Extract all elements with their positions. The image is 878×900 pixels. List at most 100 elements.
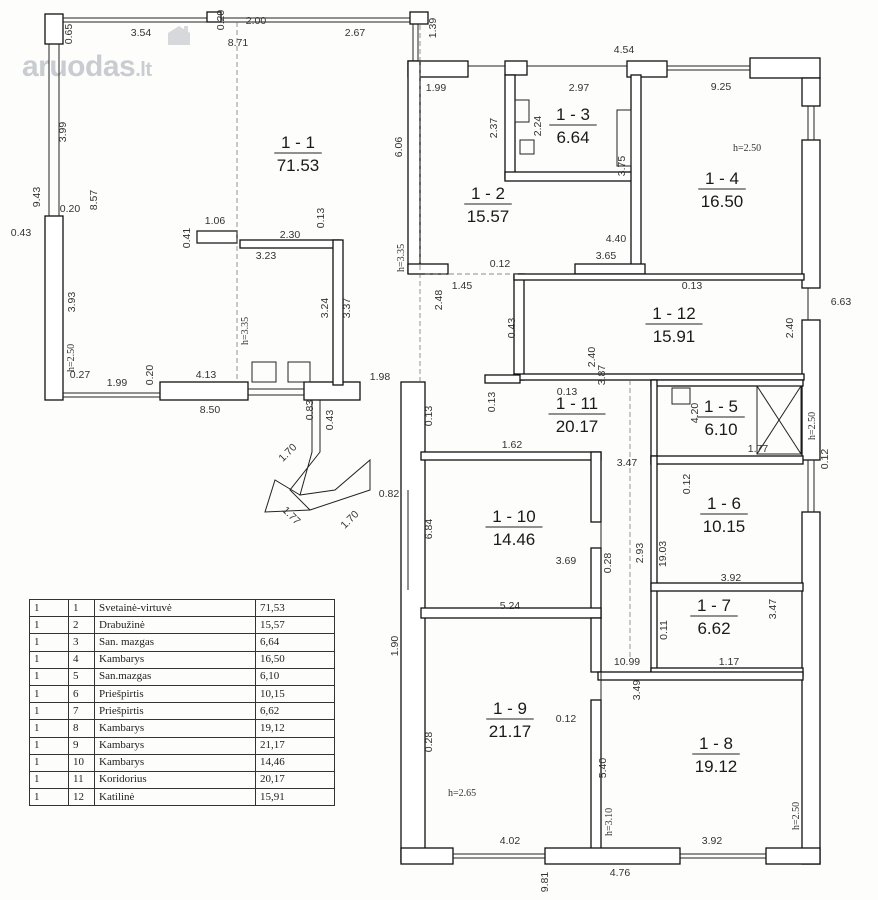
room-area: 15.91 [653,327,696,346]
room-id: 1 - 1 [281,133,315,152]
legend-room-area: 15,57 [255,616,335,635]
legend-floor: 1 [29,770,69,790]
dimension-label: 9.43 [31,187,43,208]
dimension-label: 9.25 [711,81,732,93]
dimension-label: 5.24 [500,600,521,612]
room-area: 20.17 [556,417,599,436]
dimension-label: 0.13 [423,406,435,427]
dimension-label: 0.65 [63,24,75,45]
ceiling-height-note: h=3.35 [240,317,251,345]
legend-room-name: Kambarys [94,753,256,772]
room-area: 14.46 [493,530,536,549]
room-label: 1 - 56.10 [697,397,745,439]
legend-floor: 1 [29,788,69,807]
dimension-label: 0.13 [315,208,327,229]
dimension-label: 8.71 [228,37,249,49]
legend-room-number: 7 [68,702,95,721]
legend-floor: 1 [29,667,69,686]
room-labels: 1 - 171.531 - 215.571 - 36.641 - 416.501… [274,105,748,776]
dimension-label: 0.43 [324,410,336,431]
room-label: 1 - 36.64 [549,105,597,147]
dimension-label: 1.90 [389,636,401,657]
dimension-label: 3.47 [767,599,779,620]
dimension-label: 1.62 [502,439,523,451]
dimension-label: 0.20 [144,365,156,386]
dimension-label: 1.06 [205,215,226,227]
legend-floor: 1 [29,616,69,635]
room-id: 1 - 2 [471,184,505,203]
dimension-label: 8.57 [88,190,100,211]
dimension-label: 1.99 [426,82,447,94]
dimension-label: 4.76 [610,867,631,879]
legend-room-number: 2 [68,616,95,635]
legend-floor: 1 [29,684,69,704]
legend-room-area: 6,10 [255,667,335,686]
legend-floor: 1 [29,753,69,772]
ceiling-height-note: h=2.65 [448,788,476,799]
legend-room-name: Priešpirtis [94,684,256,704]
dimension-label: 0.13 [486,392,498,413]
room-label: 1 - 819.12 [692,734,740,776]
legend-room-name: Katilinė [94,788,256,807]
dimension-label: 3.92 [721,572,742,584]
legend-room-number: 10 [68,753,95,772]
dimension-label: 2.40 [784,318,796,339]
legend-room-area: 14,46 [255,753,335,772]
dimension-label: 2.24 [532,116,544,137]
dimension-label: 8.50 [200,404,221,416]
dimension-label: 3.69 [556,555,577,567]
dimension-label: 0.43 [506,318,518,339]
room-label: 1 - 610.15 [700,494,748,536]
legend-floor: 1 [29,702,69,721]
dimension-label: 3.92 [702,835,723,847]
dimension-label: 1.45 [452,280,473,292]
dimension-label: 1.77 [748,443,769,455]
dimension-label: 10.99 [614,656,640,668]
dimension-label: 3.99 [57,122,69,143]
room-label: 1 - 2 15.57 [464,184,512,226]
dimension-label: 1.70 [338,508,361,531]
ceiling-height-note: h=2.50 [733,143,761,154]
dimension-label: 2.67 [345,27,366,39]
dimension-label: 0.12 [681,474,693,495]
dimension-label: 0.12 [490,258,511,270]
room-area: 16.50 [701,192,744,211]
room-label: 1 - 76.62 [690,596,738,638]
room-area: 21.17 [489,722,532,741]
legend-room-number: 4 [68,650,95,669]
legend-floor: 1 [29,598,69,618]
window-lines [48,17,815,859]
room-area: 15.57 [467,207,510,226]
dimension-label: 1.99 [107,377,128,389]
legend-room-name: Kambarys [94,719,256,738]
legend-floor: 1 [29,736,69,755]
legend-floor: 1 [29,650,69,669]
dimension-label: 3.37 [341,298,353,319]
legend-room-name: San. mazgas [94,633,256,652]
legend-room-name: Koridorius [94,770,256,790]
dimension-label: 5.40 [597,758,609,779]
room-label: 1 - 1 71.53 [274,133,322,175]
legend-room-area: 71,53 [255,598,335,618]
dimension-label: 0.41 [181,228,193,249]
room-id: 1 - 6 [707,494,741,513]
ceiling-height-note: h=3.35 [396,244,407,272]
legend-room-area: 15,91 [255,788,335,807]
watermark-logo: aruodas.lt [22,50,152,84]
legend-room-area: 6,64 [255,633,335,652]
dimension-label: 0.28 [423,732,435,753]
room-area: 71.53 [277,156,320,175]
legend-room-number: 5 [68,667,95,686]
dimension-label: 0.83 [304,400,316,421]
dimension-label: 3.93 [66,292,78,313]
dimension-label: 2.00 [246,15,267,27]
